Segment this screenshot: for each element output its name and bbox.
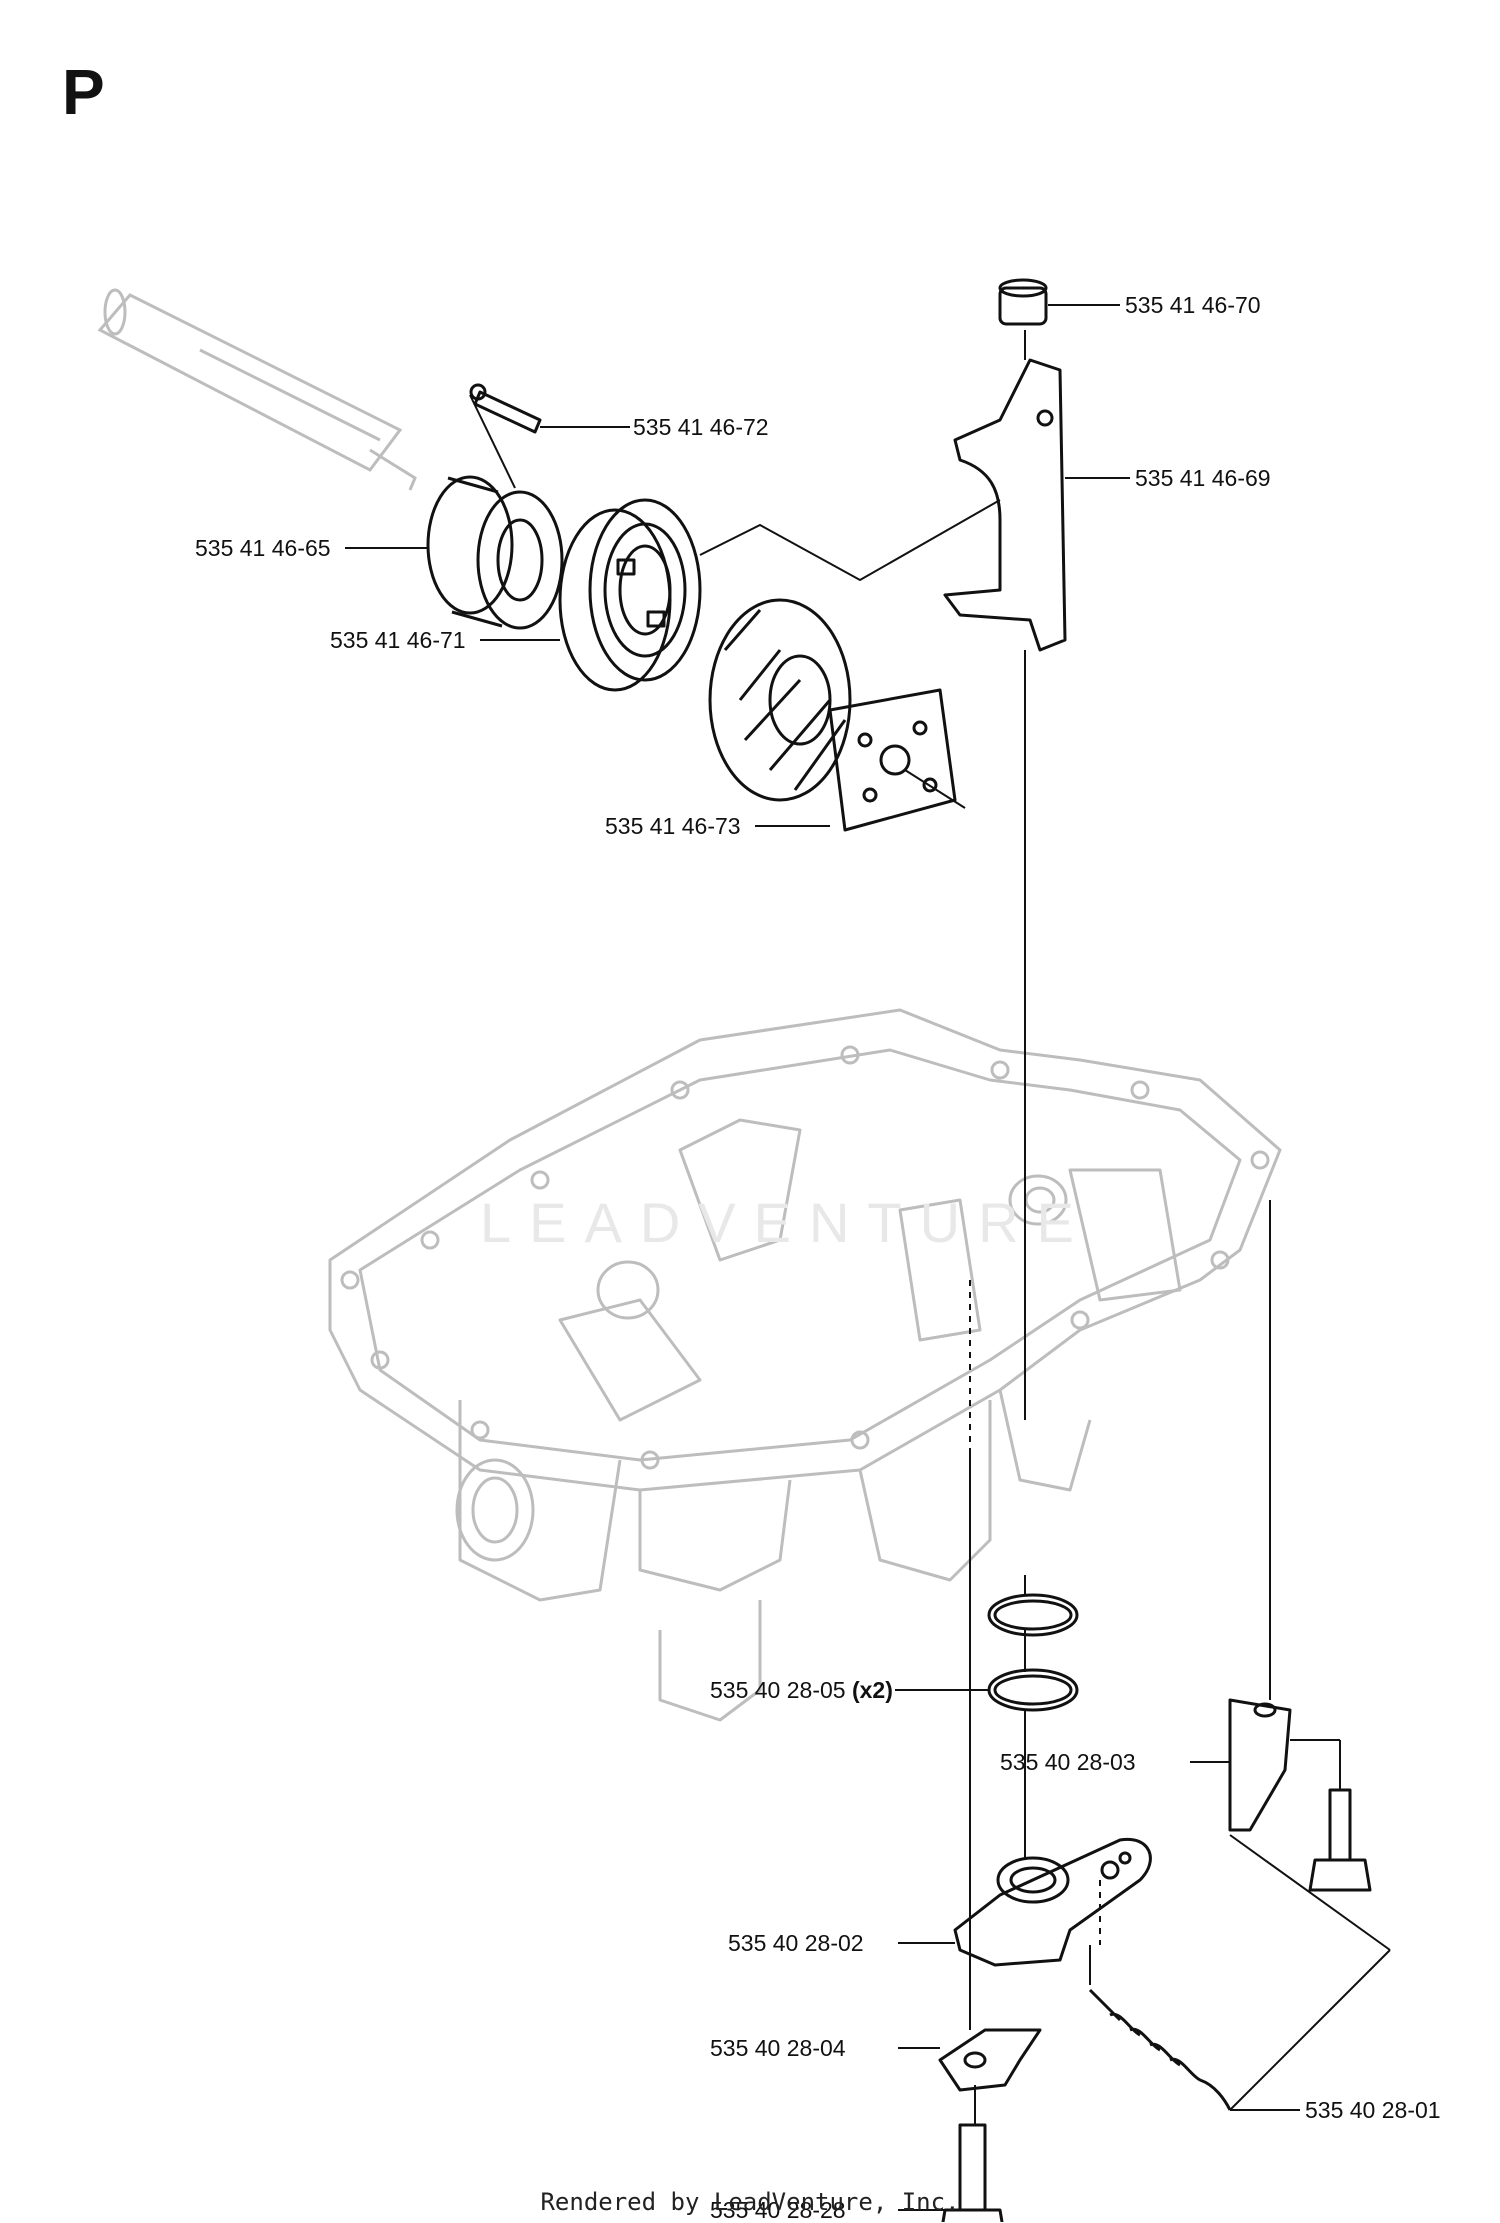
coupling-65 bbox=[426, 475, 564, 630]
callout-535-40-28-01[interactable]: 535 40 28-01 bbox=[1305, 2097, 1441, 2123]
callout-535-40-28-04[interactable]: 535 40 28-04 bbox=[710, 2035, 846, 2061]
pin-72 bbox=[469, 383, 542, 434]
callout-535-41-46-71[interactable]: 535 41 46-71 bbox=[330, 627, 466, 653]
callout-535-41-46-65[interactable]: 535 41 46-65 bbox=[195, 535, 331, 561]
section-letter: P bbox=[62, 56, 105, 128]
spring-01 bbox=[1088, 1988, 1232, 2111]
cap-70 bbox=[998, 278, 1048, 326]
gear bbox=[708, 598, 852, 802]
callout-quantity: (x2) bbox=[851, 1677, 893, 1703]
tab-plate-04 bbox=[938, 2028, 1042, 2092]
callout-535-41-46-73[interactable]: 535 41 46-73 bbox=[605, 813, 741, 839]
callout-535-41-46-72[interactable]: 535 41 46-72 bbox=[633, 414, 769, 440]
callout-535-40-28-28[interactable]: 535 40 28-28 bbox=[710, 2197, 846, 2223]
callout-535-40-28-02[interactable]: 535 40 28-02 bbox=[728, 1930, 864, 1956]
plate-73 bbox=[828, 688, 957, 832]
o-rings-05 bbox=[987, 1593, 1079, 1712]
clutch-ring-71 bbox=[558, 498, 702, 692]
leader-lines bbox=[345, 304, 1391, 2211]
bracket-03 bbox=[1228, 1698, 1292, 1832]
bracket-bolt bbox=[1308, 1788, 1372, 1892]
shaft-outline bbox=[97, 288, 417, 491]
parts-lineart bbox=[426, 278, 1372, 2222]
callout-535-41-46-69[interactable]: 535 41 46-69 bbox=[1135, 465, 1271, 491]
callout-535-41-46-70[interactable]: 535 41 46-70 bbox=[1125, 292, 1261, 318]
lever-02 bbox=[953, 1837, 1152, 1967]
fork-69 bbox=[943, 358, 1067, 652]
callout-part-number: 535 40 28-05 bbox=[710, 1677, 846, 1703]
hidden-lines bbox=[969, 1280, 1101, 1945]
housing-outline bbox=[328, 1008, 1282, 1722]
footer-credit: Rendered by LeadVenture, Inc. bbox=[540, 2188, 960, 2216]
watermark: LEADVENTURE bbox=[480, 1191, 1092, 1254]
bolt-28 bbox=[941, 2123, 1004, 2222]
callout-535-40-28-03[interactable]: 535 40 28-03 bbox=[1000, 1749, 1136, 1775]
callout-535-40-28-05[interactable]: 535 40 28-05 (x2) bbox=[710, 1677, 893, 1703]
